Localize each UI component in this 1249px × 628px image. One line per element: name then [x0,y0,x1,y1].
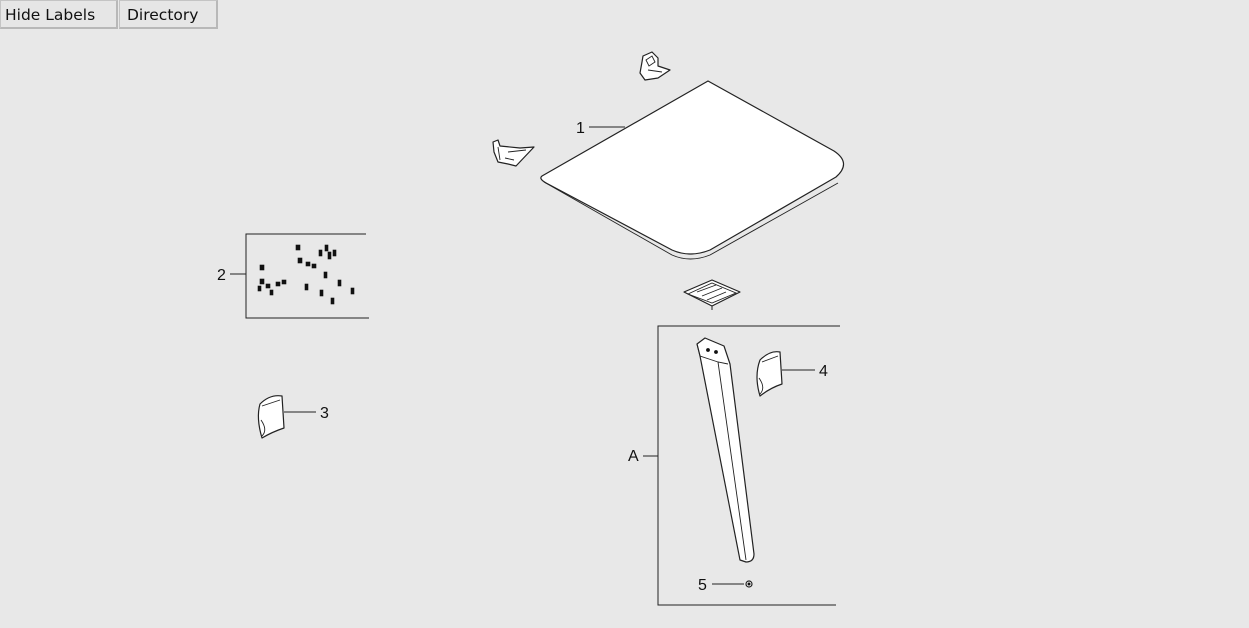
callout-1: 1 [576,120,585,137]
callout-5: 5 [698,577,707,594]
part-2-hardware-kit[interactable] [245,233,369,319]
bracket-left [492,139,535,167]
callout-2: 2 [217,267,226,284]
bracket-top [639,51,671,81]
toolbar: Hide Labels Directory [0,0,218,31]
assembly-a-leg-kit[interactable] [657,325,840,606]
callout-a: A [628,448,639,465]
table-leg [696,337,755,563]
hide-labels-button[interactable]: Hide Labels [0,0,118,29]
callout-3: 3 [320,405,329,422]
part-4-felt-pad[interactable] [756,351,783,397]
part-5-screw[interactable] [745,580,753,588]
directory-button[interactable]: Directory [119,0,218,29]
part-3-felt-pad[interactable] [257,395,285,439]
callout-4: 4 [819,363,828,380]
part-1-tabletop[interactable] [540,80,845,260]
mounting-plate [683,279,741,310]
